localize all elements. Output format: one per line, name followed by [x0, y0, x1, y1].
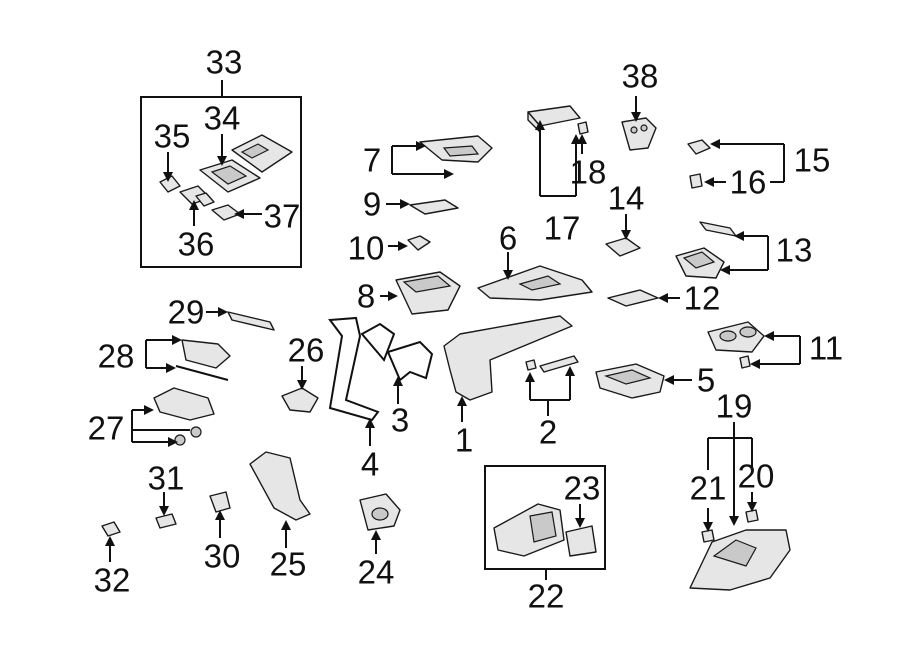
part-25-panel: [249, 451, 311, 521]
part-22-bin: [493, 503, 565, 557]
callout-10: 10: [347, 229, 385, 267]
callout-37: 37: [263, 197, 301, 235]
callout-20: 20: [737, 457, 775, 495]
callout-18: 18: [569, 153, 607, 191]
part-23-liner: [565, 525, 597, 557]
callout-25: 25: [269, 545, 307, 583]
part-2-trim: [525, 355, 579, 373]
callout-35: 35: [153, 117, 191, 155]
part-12-mat: [607, 289, 659, 307]
callout-11: 11: [808, 329, 844, 367]
callout-4: 4: [360, 445, 380, 483]
part-20-clip: [745, 509, 759, 523]
part-1-console-body: [443, 315, 573, 401]
part-7-lid: [419, 135, 493, 163]
part-24-bezel: [359, 493, 401, 531]
callout-38: 38: [621, 57, 659, 95]
part-4-frame: [328, 316, 396, 422]
part-18-clip: [577, 121, 589, 135]
callout-33: 33: [205, 43, 243, 81]
part-13-tray: [675, 221, 737, 279]
part-29-strip: [227, 311, 275, 331]
part-36-switch: [179, 185, 215, 207]
callout-26: 26: [287, 331, 325, 369]
callout-29: 29: [167, 293, 205, 331]
callout-32: 32: [93, 561, 131, 599]
callout-9: 9: [362, 185, 382, 223]
part-28-panel: [175, 339, 231, 381]
callout-3: 3: [390, 401, 410, 439]
part-3-frame: [386, 340, 434, 382]
part-37-switch: [211, 204, 241, 221]
callout-15: 15: [793, 141, 831, 179]
part-14-pad: [605, 237, 641, 257]
part-10-clip: [407, 235, 431, 251]
part-30-bracket: [209, 491, 231, 513]
callout-14: 14: [607, 179, 645, 217]
callout-16: 16: [729, 163, 767, 201]
callout-19: 19: [715, 387, 753, 425]
part-5-bracket: [595, 363, 665, 399]
part-38-module: [621, 117, 657, 151]
part-6-console-top: [477, 265, 593, 301]
callout-8: 8: [356, 277, 376, 315]
callout-13: 13: [775, 231, 813, 269]
callout-24: 24: [357, 553, 395, 591]
callout-5: 5: [696, 361, 716, 399]
part-34-switch-panel: [199, 134, 293, 193]
part-32-knob: [101, 521, 121, 537]
part-9-mat: [409, 199, 459, 215]
part-35-switch: [159, 175, 181, 193]
part-27-panel: [153, 387, 215, 446]
callout-21: 21: [689, 469, 727, 507]
part-19-side-panel: [689, 529, 791, 591]
part-15-clip: [687, 139, 711, 155]
callout-28: 28: [97, 337, 135, 375]
callout-1: 1: [454, 421, 474, 459]
callout-31: 31: [147, 459, 185, 497]
leader-lines: [105, 80, 801, 580]
callout-36: 36: [177, 225, 215, 263]
callout-22: 22: [527, 577, 565, 615]
callout-6: 6: [498, 219, 518, 257]
part-21-clip: [701, 529, 715, 543]
part-11-cupholder: [707, 321, 765, 369]
callout-27: 27: [87, 409, 125, 447]
part-17-armrest: [527, 105, 581, 133]
part-8-bin: [395, 271, 461, 315]
callout-2: 2: [538, 413, 558, 451]
callout-12: 12: [683, 279, 721, 317]
part-31-bulb: [155, 513, 177, 529]
callout-30: 30: [203, 537, 241, 575]
callout-17: 17: [543, 209, 581, 247]
callout-23: 23: [563, 469, 601, 507]
callout-34: 34: [203, 99, 241, 137]
part-26-bezel: [281, 387, 319, 413]
part-16-clip: [689, 173, 703, 189]
callout-7: 7: [362, 141, 382, 179]
